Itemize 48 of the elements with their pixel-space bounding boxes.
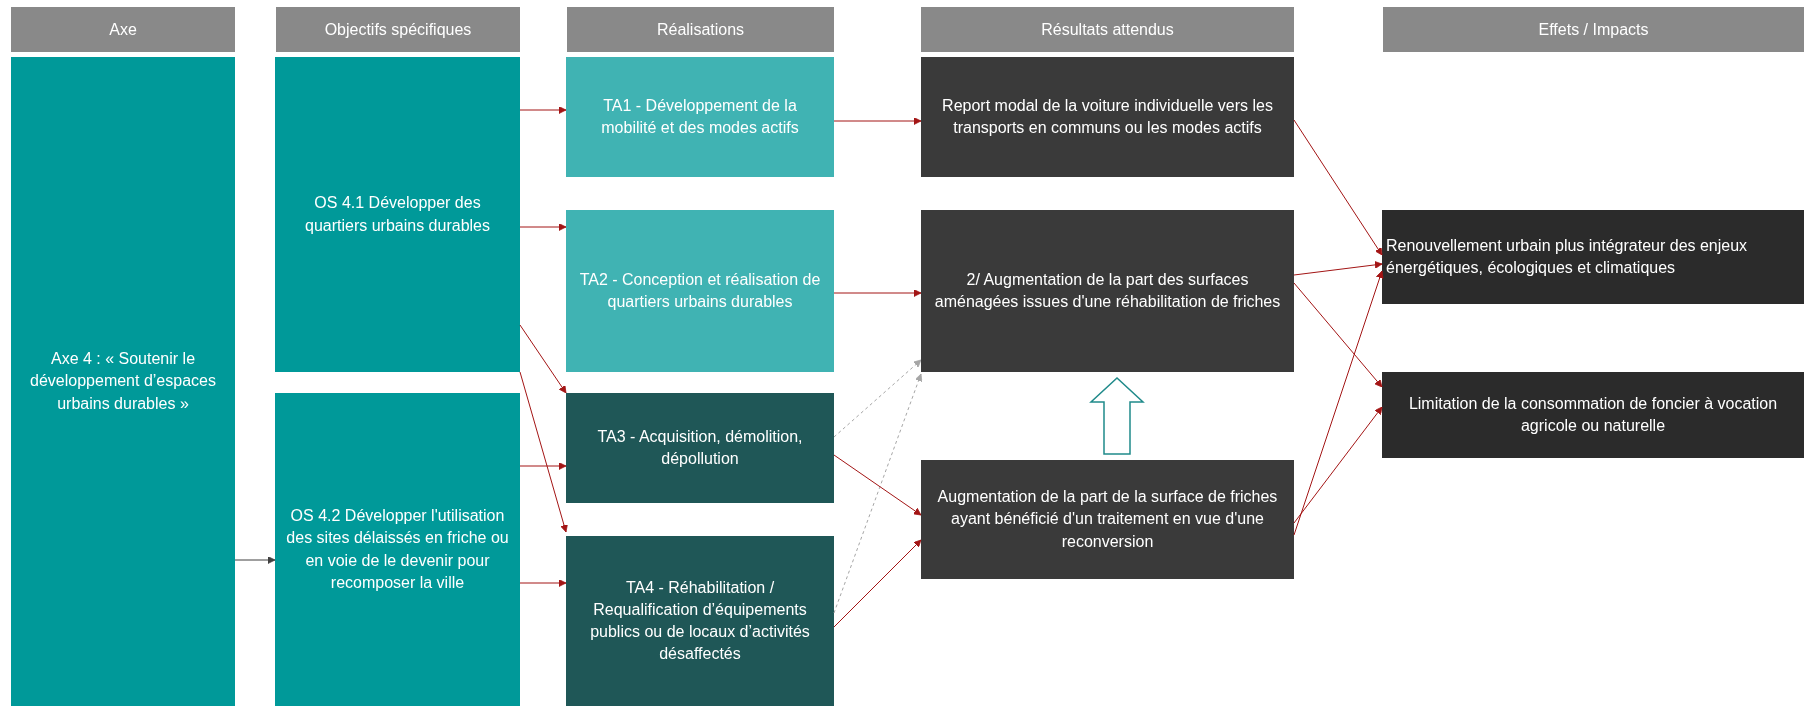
action-box	[566, 536, 834, 706]
node-text: Renouvellement urbain plus intégrateur des enjeux énergétiques, écologiques et climatiques	[1386, 235, 1749, 278]
arrow	[1293, 261, 1383, 276]
node-text: OS 4.1 Développer des quartiers urbains durables	[304, 193, 491, 236]
arrow	[1293, 406, 1383, 524]
arrow	[833, 454, 922, 516]
arrow	[1293, 282, 1383, 388]
block-arrow	[1089, 376, 1145, 455]
node-text: TA3 - Acquisition, démolition, dépollution	[596, 426, 804, 469]
column-header: Axe	[11, 7, 235, 52]
column-header: Réalisations	[567, 7, 834, 52]
arrow	[833, 289, 922, 297]
impact-box	[1382, 210, 1804, 304]
action-box	[566, 210, 834, 372]
arrow	[519, 462, 567, 470]
axis-box	[11, 57, 235, 706]
result-box	[921, 210, 1294, 372]
arrow	[519, 223, 567, 231]
dashed-arrow	[833, 373, 923, 614]
dashed-arrow	[833, 359, 922, 438]
node-text: TA1 - Développement de la mobilité et des modes actifs	[600, 95, 800, 138]
arrow	[519, 579, 567, 587]
column-header: Effets / Impacts	[1383, 7, 1804, 52]
arrow	[1293, 270, 1384, 536]
arrow	[833, 117, 922, 125]
node-text: Limitation de la consommation de foncier à vocation agricole ou naturelle	[1407, 393, 1779, 436]
column-header: Objectifs spécifiques	[276, 7, 520, 52]
arrow	[519, 324, 567, 394]
node-text: OS 4.2 Développer l'utilisation des sites délaissés en friche ou en voie de le devenir pour recomposer la ville	[285, 506, 510, 593]
result-box	[921, 57, 1294, 177]
node-text: Report modal de la voiture individuelle vers les transports en communs ou les modes actifs	[941, 95, 1274, 138]
arrow	[833, 539, 922, 628]
node-text: TA4 - Réhabilitation / Requalification d’équipements publics ou de locaux d’activités désaffectés	[589, 577, 811, 665]
impact-box	[1382, 372, 1804, 458]
arrow	[234, 556, 276, 564]
node-text: TA2 - Conception et réalisation de quartiers urbains durables	[578, 269, 822, 312]
action-box	[566, 57, 834, 177]
arrow	[1293, 119, 1383, 256]
node-text: Augmentation de la part de la surface de friches ayant bénéficié d'un traitement en vue d'une reconversion	[936, 487, 1279, 552]
result-box	[921, 460, 1294, 579]
objective-box	[275, 57, 520, 372]
objective-box	[275, 393, 520, 706]
column-header: Résultats attendus	[921, 7, 1294, 52]
node-text: 2/ Augmentation de la part des surfaces aménagées issues d'une réhabilitation de friches	[933, 269, 1282, 312]
arrow	[519, 371, 568, 533]
action-box	[566, 393, 834, 503]
node-text: Axe 4 : « Soutenir le développement d’espaces urbains durables »	[29, 349, 217, 414]
arrow	[519, 106, 567, 114]
